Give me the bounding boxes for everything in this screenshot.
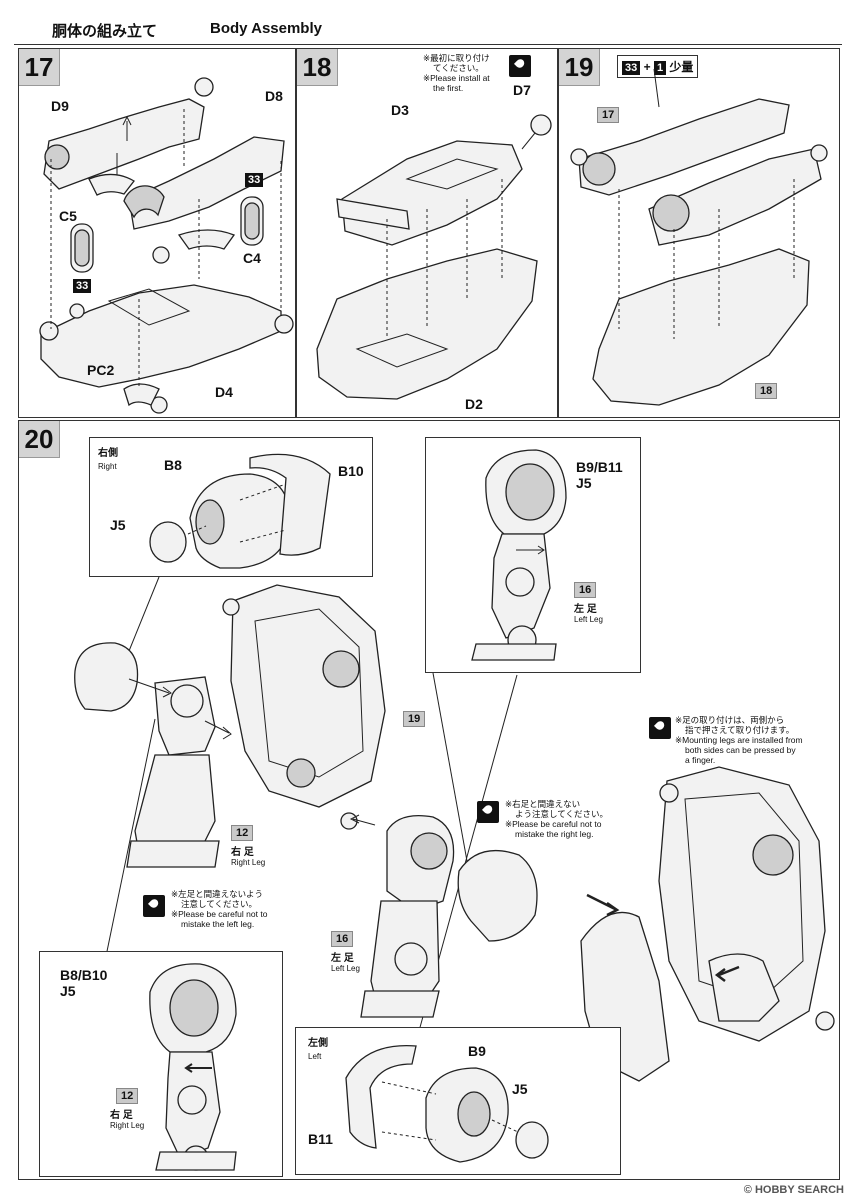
- label-d4: D4: [215, 384, 233, 400]
- step-20-panel: 20 右側 Right B8 B10 J5 B9/B11 J5 1: [18, 420, 840, 1180]
- warn-leftleg-jp2: よう注意してください。: [515, 809, 608, 819]
- step-19-panel: 19 33 + 1 少量 17 18: [558, 48, 840, 418]
- right-side-jp: 右側: [98, 448, 118, 459]
- step-18-install-note: ※最初に取り付け てください。 ※Please install at the f…: [423, 53, 490, 93]
- header-title-en: Body Assembly: [210, 20, 322, 37]
- label-d9: D9: [51, 98, 69, 114]
- leftleg-jp: 左 足: [331, 953, 354, 964]
- warn-rightleg-jp2: 注意してください。: [181, 899, 257, 909]
- step-18-number: 18: [297, 49, 338, 86]
- warn-leftleg-note: ※右足と間違えない よう注意してください。 ※Please be careful…: [505, 799, 608, 839]
- paint-amount: 少量: [669, 60, 694, 74]
- rightleg-ref: 12: [231, 825, 254, 841]
- paint-plus: +: [643, 60, 651, 74]
- leftleg-detail-box: B9/B11 J5 16 左 足 Left Leg: [425, 437, 641, 673]
- decal-33-c4: 33: [245, 173, 264, 187]
- step-20-number: 20: [19, 421, 60, 458]
- header-title-bar: 胴体の組み立て Body Assembly: [14, 14, 842, 45]
- label-b9: B9: [468, 1043, 486, 1059]
- leftleg-box-jp: 左 足: [574, 604, 597, 615]
- warn-leftleg-en2: mistake the right leg.: [515, 829, 594, 839]
- label-d2: D2: [465, 396, 483, 412]
- caution-icon: [509, 55, 531, 77]
- rightleg-detail-diagram: [149, 963, 237, 1171]
- mount-note: ※足の取り付けは、両側から 指で押さえて取り付けます。 ※Mounting le…: [675, 715, 803, 765]
- rightleg-box-label-1: B8/B10: [60, 967, 108, 983]
- leftleg-en: Left Leg: [331, 964, 360, 973]
- mount-jp2: 指で押さえて取り付けます。: [685, 725, 795, 735]
- leftleg-box-label-1: B9/B11: [576, 459, 623, 475]
- watermark: © HOBBY SEARCH: [743, 1184, 844, 1196]
- label-b10: B10: [338, 463, 364, 479]
- label-pc2: PC2: [87, 362, 115, 378]
- header-title-jp: 胴体の組み立て: [52, 23, 158, 40]
- note-en-line2: the first.: [433, 83, 464, 93]
- leftleg-ref: 16: [331, 931, 354, 947]
- note-jp-line1: ※最初に取り付け: [423, 53, 490, 63]
- warn-rightleg-en2: mistake the left leg.: [181, 919, 255, 929]
- paint-instruction: 33 + 1 少量: [617, 55, 699, 78]
- label-c4: C4: [243, 250, 261, 266]
- mount-en2: both sides can be pressed by: [685, 745, 796, 755]
- right-detail-diagram: [149, 453, 331, 569]
- step-19-diagram: [570, 68, 828, 406]
- left-detail-box: 左側 Left B9 B11 J5: [295, 1027, 621, 1175]
- warn-rightleg-note: ※左足と間違えないよう 注意してください。 ※Please be careful…: [171, 889, 267, 929]
- decal-33-c5: 33: [73, 279, 92, 293]
- ref-19: 19: [403, 711, 426, 727]
- paint-1: 1: [653, 61, 667, 75]
- label-j5-right: J5: [110, 517, 126, 533]
- warn-leftleg-en1: ※Please be careful not to: [505, 819, 602, 829]
- left-side-en: Left: [308, 1052, 322, 1061]
- step-18-panel: 18 ※最初に取り付け てください。 ※Please install at th…: [296, 48, 558, 418]
- note-jp-line2: てください。: [433, 63, 484, 73]
- step-18-diagram: [316, 114, 552, 400]
- label-j5-left: J5: [512, 1081, 528, 1097]
- warn-rightleg-en1: ※Please be careful not to: [171, 909, 268, 919]
- step-17-diagram: [39, 77, 294, 414]
- left-detail-diagram: [345, 1044, 549, 1163]
- mount-en1: ※Mounting legs are installed from: [675, 735, 803, 745]
- rightleg-box-en: Right Leg: [110, 1121, 145, 1130]
- step-17-panel: 17 D9 D8 C5 C4 33 33 PC2: [18, 48, 296, 418]
- warn-rightleg-jp1: ※左足と間違えないよう: [171, 889, 263, 899]
- rightleg-caption: 右 足 Right Leg: [231, 847, 265, 867]
- mount-en3: a finger.: [685, 755, 716, 765]
- ref-18: 18: [755, 383, 778, 399]
- leftleg-detail-diagram: [471, 449, 567, 661]
- leftleg-caption: 左 足 Left Leg: [331, 953, 360, 973]
- rightleg-box-ref: 12: [116, 1088, 139, 1104]
- right-side-en: Right: [98, 462, 117, 471]
- ref-17: 17: [597, 107, 620, 123]
- label-c5: C5: [59, 208, 77, 224]
- rightleg-box-label-2: J5: [60, 983, 76, 999]
- right-detail-box: 右側 Right B8 B10 J5: [89, 437, 373, 577]
- rightleg-jp: 右 足: [231, 847, 254, 858]
- rightleg-en: Right Leg: [231, 858, 266, 867]
- label-b11: B11: [308, 1131, 333, 1147]
- leftleg-box-en: Left Leg: [574, 615, 603, 624]
- label-d8: D8: [265, 88, 283, 104]
- rightleg-detail-box: B8/B10 J5 12 右 足 Right Leg: [39, 951, 283, 1177]
- warn-leftleg-jp1: ※右足と間違えない: [505, 799, 581, 809]
- step-19-number: 19: [559, 49, 600, 86]
- mount-jp1: ※足の取り付けは、両側から: [675, 715, 785, 725]
- step-20-main-diagram: [74, 576, 835, 1082]
- rightleg-box-jp: 右 足: [110, 1110, 133, 1121]
- caution-icon-rightleg: [143, 895, 165, 917]
- leftleg-box-ref: 16: [574, 582, 597, 598]
- note-en-line1: ※Please install at: [423, 73, 490, 83]
- label-b8: B8: [164, 457, 182, 473]
- label-d3: D3: [391, 102, 409, 118]
- left-side-jp: 左側: [308, 1038, 328, 1049]
- caution-icon-mount: [649, 717, 671, 739]
- leftleg-box-label-2: J5: [576, 475, 592, 491]
- leftleg-box-caption: 左 足 Left Leg: [574, 604, 603, 624]
- label-d7: D7: [513, 82, 531, 98]
- rightleg-box-caption: 右 足 Right Leg: [110, 1110, 144, 1130]
- caution-icon-leftleg: [477, 801, 499, 823]
- paint-33: 33: [622, 61, 641, 75]
- step-17-number: 17: [19, 49, 60, 86]
